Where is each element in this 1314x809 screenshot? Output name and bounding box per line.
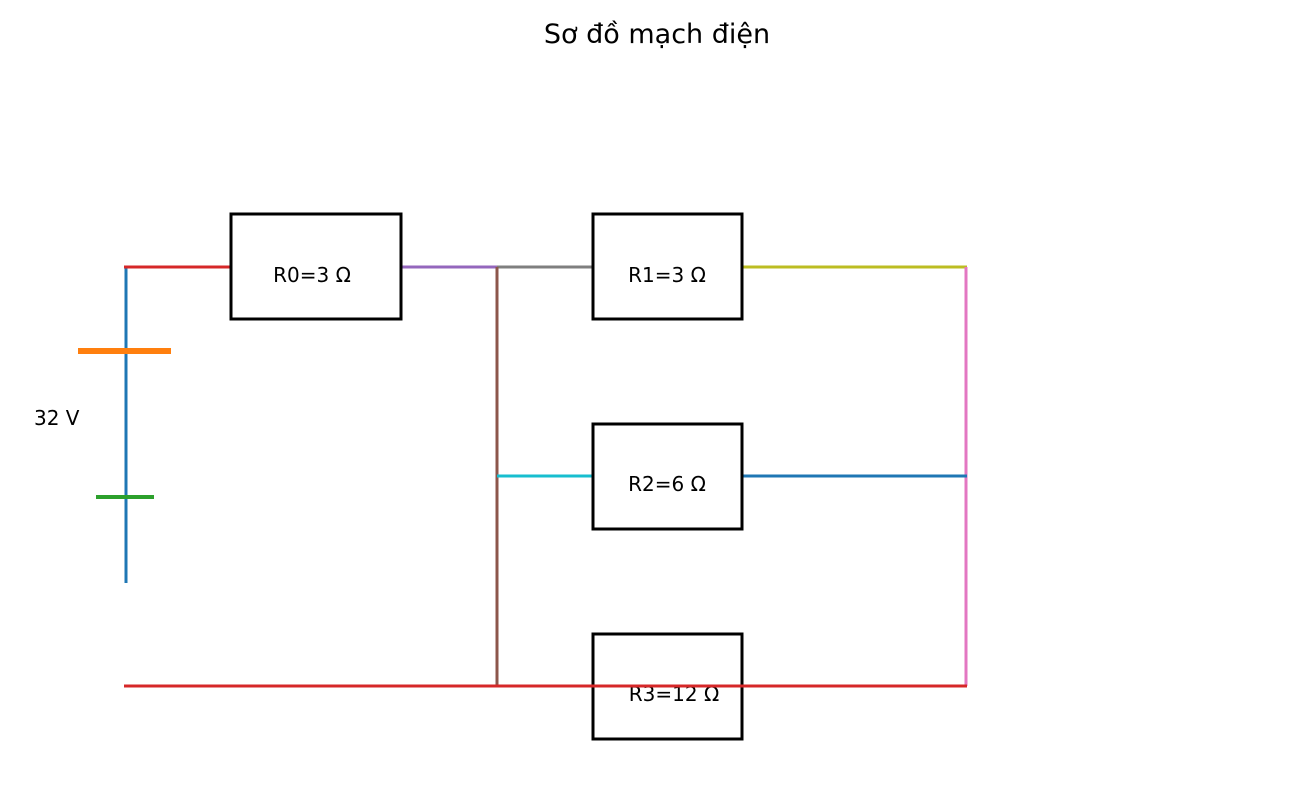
- resistor-r2-body: [591, 422, 744, 531]
- resistor-r2: R2=6 Ω: [591, 422, 744, 531]
- resistor-r1-label: R1=3 Ω: [628, 263, 706, 287]
- battery: 32 V: [34, 267, 171, 583]
- resistor-r1-body: [591, 212, 744, 321]
- resistor-r2-label: R2=6 Ω: [628, 472, 706, 496]
- resistor-r0: R0=3 Ω: [229, 212, 403, 321]
- battery-voltage-label: 32 V: [34, 406, 80, 430]
- resistor-r0-label: R0=3 Ω: [273, 263, 351, 287]
- diagram-title: Sơ đồ mạch điện: [544, 19, 770, 50]
- resistor-r0-body: [229, 212, 403, 321]
- resistor-r1: R1=3 Ω: [591, 212, 744, 321]
